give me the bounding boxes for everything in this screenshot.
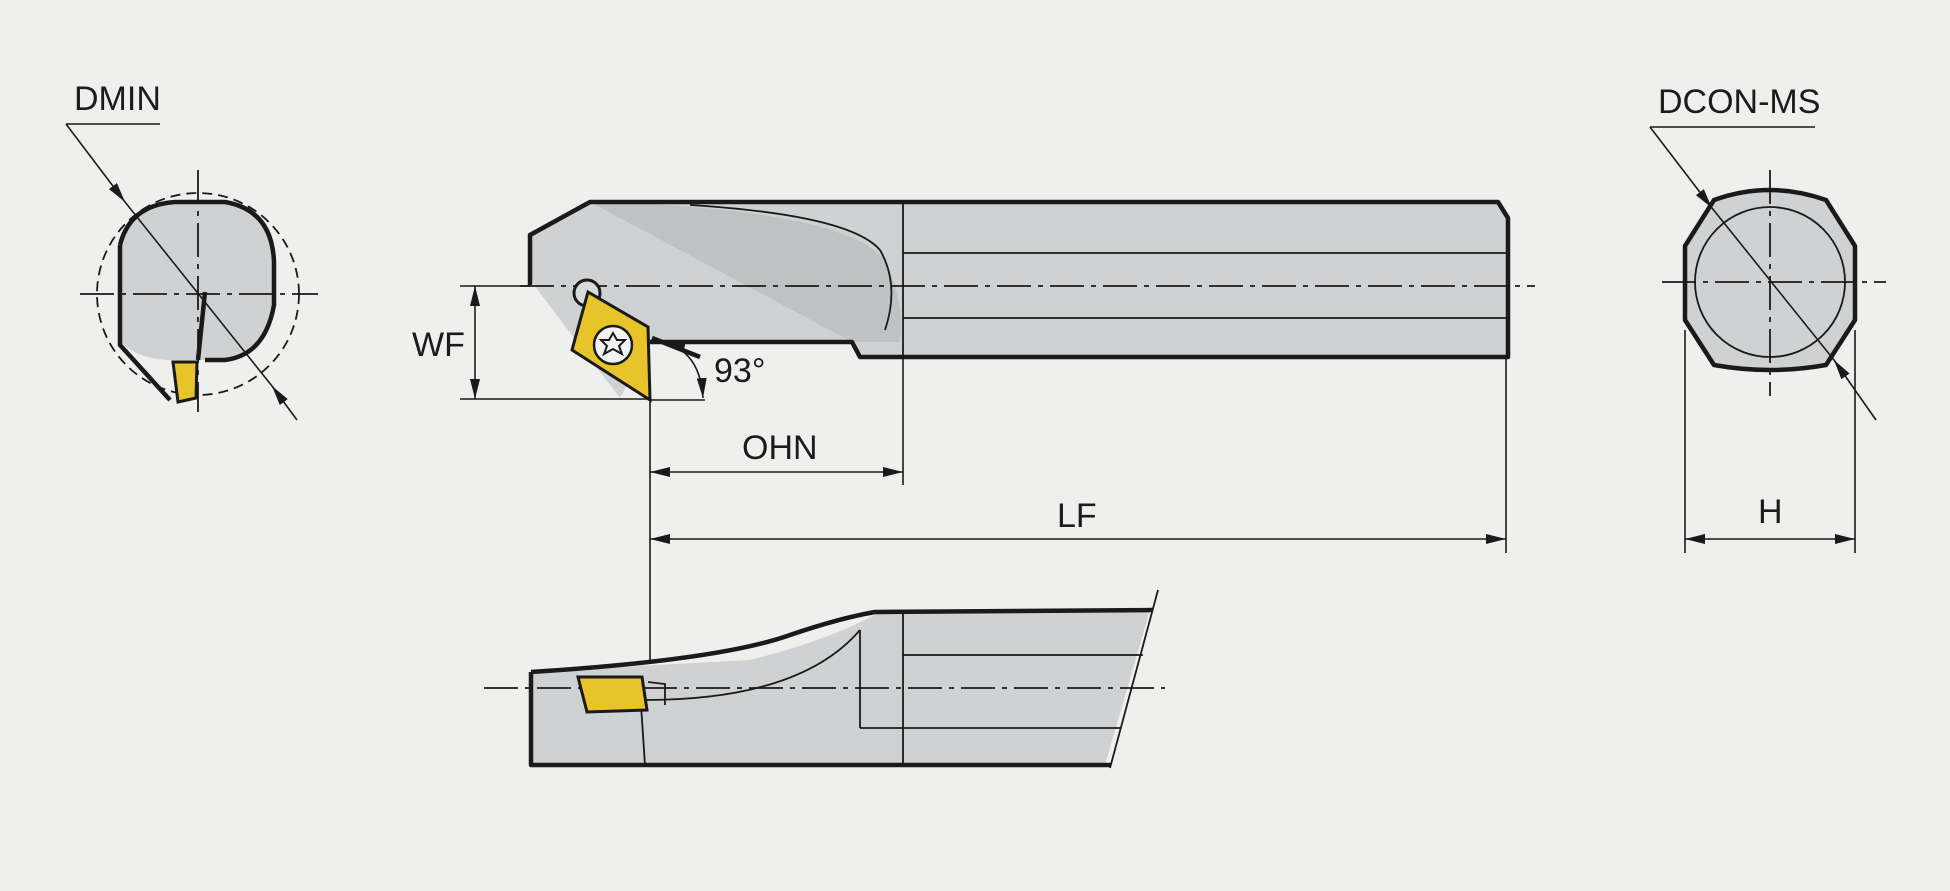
lf-label: LF <box>1057 497 1097 535</box>
dcon-diameter-line <box>1711 207 1835 361</box>
bottom-insert <box>576 675 649 714</box>
break-line <box>1109 589 1159 769</box>
wf-label: WF <box>412 326 465 364</box>
bottom-insert-seat <box>647 681 666 705</box>
angle-dimension: 93° <box>650 342 765 401</box>
bottom-head-curve <box>644 629 861 701</box>
lf-dimension: LF <box>650 357 1507 553</box>
dmin-leader-lower <box>271 385 298 421</box>
angle-label: 93° <box>714 352 765 390</box>
end-view-outline-left <box>117 245 172 402</box>
dcon-leader-upper <box>1649 126 1713 209</box>
tool-outline <box>527 199 1511 360</box>
end-view-notch <box>195 291 208 361</box>
end-view-outline <box>117 199 277 363</box>
shank-section-outline <box>1682 187 1858 373</box>
bottom-outline-bottom <box>528 672 1111 768</box>
dmin-label: DMIN <box>74 80 161 118</box>
bottom-body <box>531 610 1150 765</box>
right-end-view: DCON-MS <box>1649 83 1886 421</box>
end-view-body <box>120 202 274 360</box>
tool-head-relief <box>590 202 901 342</box>
ohn-dimension: OHN <box>649 357 904 660</box>
bottom-view <box>484 589 1165 769</box>
h-dimension: H <box>1684 330 1856 553</box>
dcon-label: DCON-MS <box>1658 83 1820 121</box>
wf-dimension: WF <box>412 285 650 400</box>
torx-star-icon <box>598 330 628 357</box>
main-side-view <box>520 199 1535 403</box>
end-view-insert <box>171 360 199 404</box>
left-end-view: DMIN <box>65 80 318 421</box>
dmin-diameter-line <box>124 201 273 387</box>
ohn-label: OHN <box>742 429 818 467</box>
angle-arc <box>664 342 707 399</box>
dmin-leader-upper <box>65 123 126 203</box>
h-label: H <box>1758 493 1783 531</box>
head-curve <box>689 204 893 331</box>
bottom-outline-top <box>530 607 1154 675</box>
